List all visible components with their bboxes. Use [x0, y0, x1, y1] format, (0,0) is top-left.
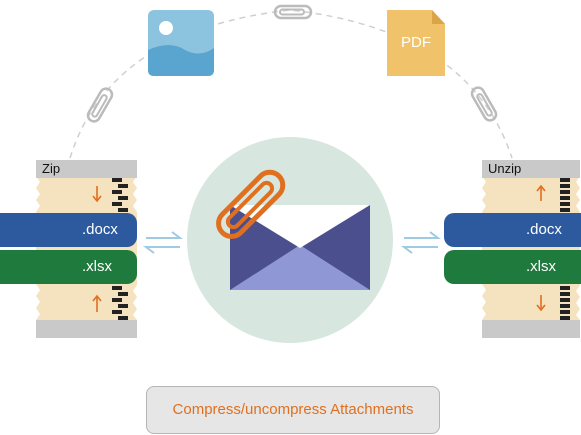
paperclip-icon [86, 87, 114, 123]
unzip-panel-paper [482, 176, 580, 338]
arrow-up-icon [536, 184, 546, 201]
arrow-up-icon [92, 294, 102, 312]
paperclip-icon [273, 4, 313, 20]
zipper-icon [560, 178, 570, 320]
envelope-icon [230, 205, 370, 290]
zip-file-docx: .docx [0, 213, 137, 247]
zip-file-xlsx: .xlsx [0, 250, 137, 284]
swap-arrows-icon [401, 231, 441, 254]
image-icon [148, 10, 214, 76]
connection-arc [69, 9, 513, 159]
caption-button[interactable]: Compress/uncompress Attachments [146, 386, 440, 434]
pdf-icon [387, 10, 445, 76]
zip-panel-paper [36, 176, 137, 338]
zipper-icon [112, 178, 128, 320]
zip-panel-header: Zip [36, 160, 137, 178]
arrow-down-icon [92, 186, 102, 203]
unzip-panel-header: Unzip [482, 160, 580, 178]
unzip-file-docx: .docx [444, 213, 581, 247]
swap-arrows-icon [143, 231, 183, 254]
paperclip-icon [216, 169, 286, 239]
arrow-down-icon [536, 295, 546, 312]
pdf-label: PDF [401, 34, 431, 51]
paperclip-icon [470, 86, 498, 122]
unzip-file-xlsx: .xlsx [444, 250, 581, 284]
